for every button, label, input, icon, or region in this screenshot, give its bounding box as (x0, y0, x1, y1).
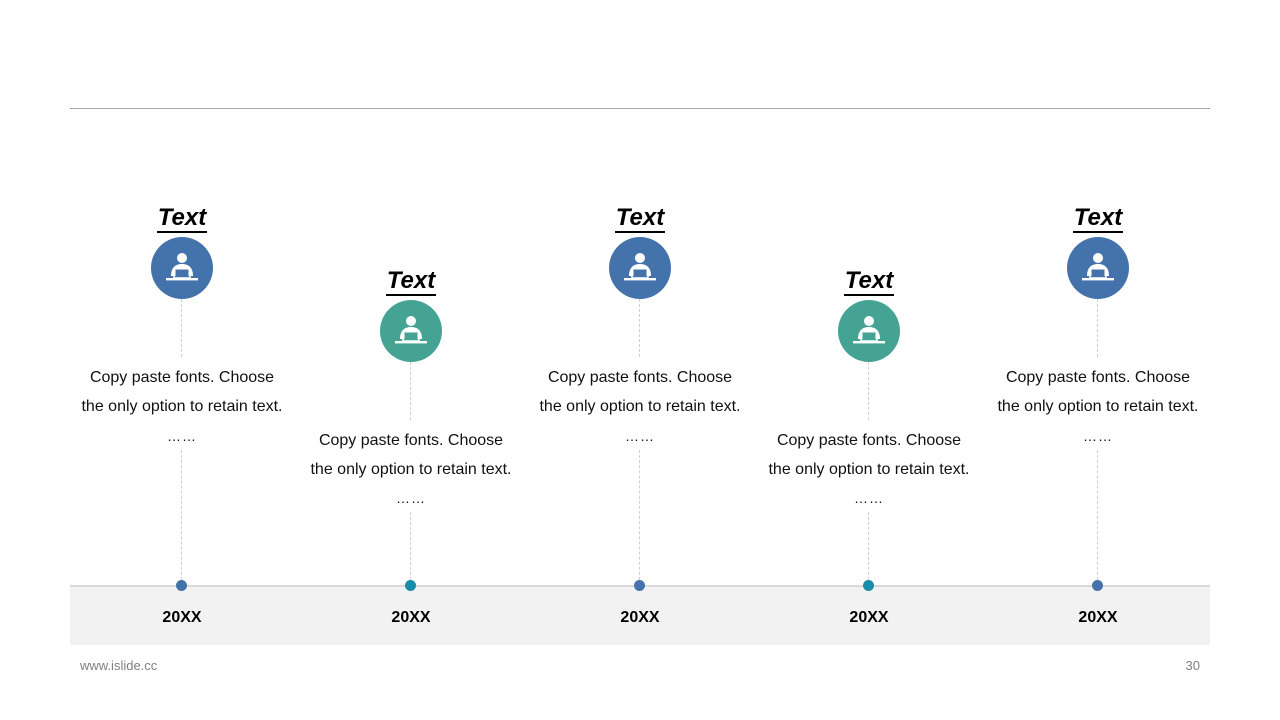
milestone-year[interactable]: 20XX (849, 609, 889, 626)
milestone-title[interactable]: Text (1072, 204, 1124, 233)
milestone-description[interactable]: Copy paste fonts. Choose the only option … (754, 426, 984, 484)
description-line-2: the only option to retain text. (310, 461, 512, 478)
timeline-dot (863, 580, 874, 591)
milestone-year[interactable]: 20XX (620, 609, 660, 626)
connector-line (1097, 450, 1098, 580)
timeline-dot (405, 580, 416, 591)
connector-line (639, 299, 640, 357)
milestone-description[interactable]: Copy paste fonts. Choose the only option … (983, 363, 1213, 421)
description-line-1: Copy paste fonts. Choose (318, 432, 504, 449)
milestone-ellipsis: …… (167, 428, 197, 444)
timeline-dot (634, 580, 645, 591)
description-line-2: the only option to retain text. (539, 398, 741, 415)
person-at-laptop-icon (624, 253, 656, 281)
connector-line (639, 450, 640, 580)
timeline-band (70, 585, 1210, 645)
milestone-year[interactable]: 20XX (1078, 609, 1118, 626)
milestone-title[interactable]: Text (156, 204, 208, 233)
connector-line (868, 362, 869, 420)
person-at-laptop-icon (166, 253, 198, 281)
milestone-description[interactable]: Copy paste fonts. Choose the only option … (525, 363, 755, 421)
milestone-icon-circle (151, 237, 213, 299)
connector-line (1097, 299, 1098, 357)
milestone-icon-circle (1067, 237, 1129, 299)
connector-line (181, 450, 182, 580)
person-at-laptop-icon (853, 316, 885, 344)
milestone-ellipsis: …… (1083, 428, 1113, 444)
milestone-title[interactable]: Text (843, 267, 895, 296)
person-at-laptop-icon (1082, 253, 1114, 281)
timeline-dot (176, 580, 187, 591)
connector-line (181, 299, 182, 357)
connector-line (410, 362, 411, 420)
milestone-ellipsis: …… (854, 490, 884, 506)
description-line-2: the only option to retain text. (768, 461, 970, 478)
milestone-description[interactable]: Copy paste fonts. Choose the only option … (296, 426, 526, 484)
description-line-1: Copy paste fonts. Choose (776, 432, 962, 449)
milestone-icon-circle (838, 300, 900, 362)
milestone-year[interactable]: 20XX (162, 609, 202, 626)
milestone-description[interactable]: Copy paste fonts. Choose the only option … (67, 363, 297, 421)
milestone-ellipsis: …… (625, 428, 655, 444)
top-divider (70, 108, 1210, 109)
milestone-ellipsis: …… (396, 490, 426, 506)
footer-url[interactable]: www.islide.cc (80, 658, 158, 673)
milestone-year[interactable]: 20XX (391, 609, 431, 626)
milestone-icon-circle (380, 300, 442, 362)
person-at-laptop-icon (395, 316, 427, 344)
milestone-title[interactable]: Text (385, 267, 437, 296)
description-line-2: the only option to retain text. (81, 398, 283, 415)
description-line-1: Copy paste fonts. Choose (547, 369, 733, 386)
description-line-1: Copy paste fonts. Choose (1005, 369, 1191, 386)
milestone-title[interactable]: Text (614, 204, 666, 233)
connector-line (868, 512, 869, 580)
description-line-2: the only option to retain text. (997, 398, 1199, 415)
description-line-1: Copy paste fonts. Choose (89, 369, 275, 386)
milestone-icon-circle (609, 237, 671, 299)
timeline-dot (1092, 580, 1103, 591)
connector-line (410, 512, 411, 580)
page-number: 30 (1185, 658, 1200, 673)
